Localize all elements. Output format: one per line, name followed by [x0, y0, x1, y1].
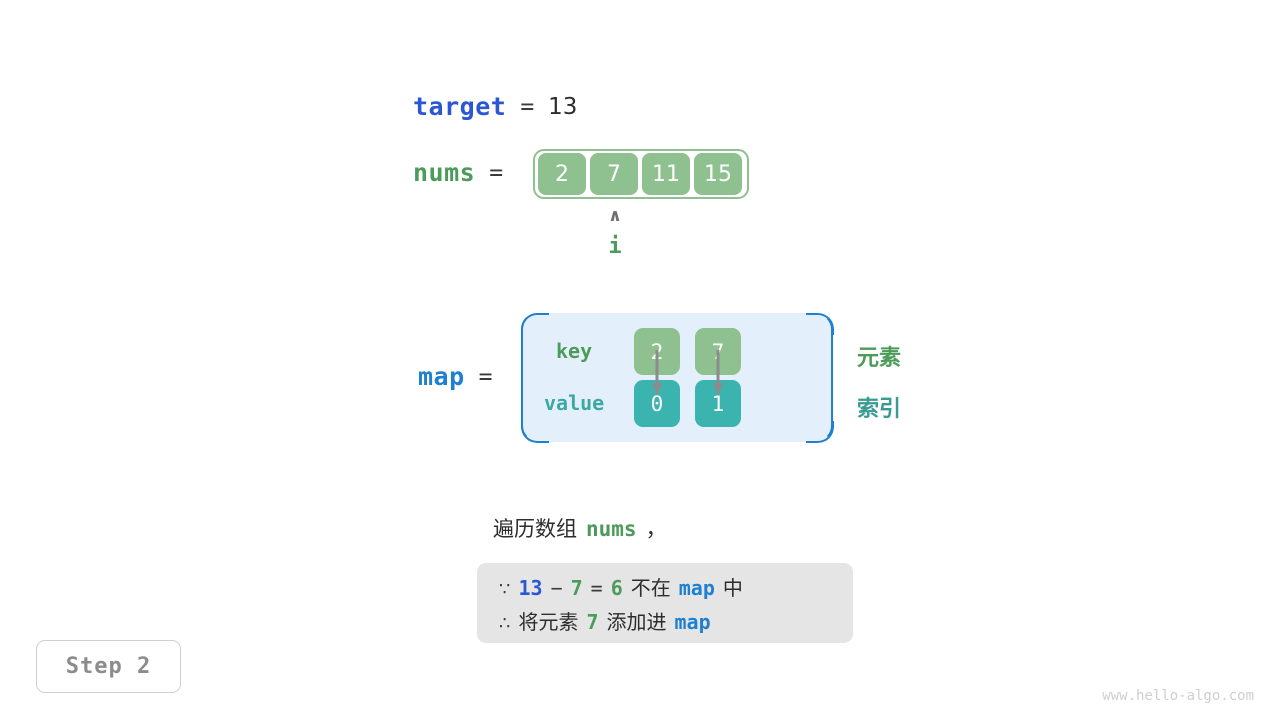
note-map-token: map: [678, 575, 715, 600]
note-complement-value: 6: [610, 575, 623, 600]
map-value-cell: 0: [634, 380, 680, 427]
nums-variable-name: nums: [413, 158, 476, 187]
map-row-label-key: key: [556, 339, 593, 363]
side-label-index: 索引: [857, 397, 902, 422]
explanation-line-1: ∵ 13 − 7 = 6 不在 map 中: [499, 572, 831, 601]
array-container: 2 7 11 15: [533, 149, 749, 199]
caption-prefix: 遍历数组: [493, 517, 577, 541]
note-target-value: 13: [518, 575, 543, 600]
target-value: 13: [548, 93, 578, 120]
caption-suffix: ，: [645, 517, 667, 541]
map-equals-sign: =: [478, 363, 493, 390]
note-text-tail: 中: [722, 575, 743, 600]
array-cell: 11: [642, 153, 690, 195]
map-row: map =: [418, 362, 493, 391]
map-row-label-value: value: [544, 391, 605, 415]
note-map-token: map: [674, 609, 711, 634]
because-symbol: ∵: [499, 578, 511, 600]
side-label-element: 元素: [857, 346, 902, 371]
step-badge: Step 2: [36, 640, 181, 693]
target-equals-sign: =: [520, 93, 535, 120]
key-to-value-arrow-icon: [713, 350, 723, 396]
caption-line: 遍历数组 nums ，: [493, 513, 667, 543]
nums-equals-sign: =: [489, 159, 504, 186]
note-text-not-in: 不在: [630, 575, 671, 600]
index-pointer-group: ∧ i: [594, 206, 636, 260]
nums-row: nums =: [413, 158, 503, 187]
note-added-element: 7: [586, 609, 599, 634]
therefore-symbol: ∴: [499, 612, 511, 634]
explanation-line-2: ∴ 将元素 7 添加进 map: [499, 606, 831, 635]
target-row: target = 13: [413, 92, 577, 121]
note-text-add-element: 将元素: [518, 609, 579, 634]
note-current-element: 7: [570, 575, 583, 600]
explanation-box: ∵ 13 − 7 = 6 不在 map 中 ∴ 将元素 7 添加进 map: [477, 563, 853, 643]
target-variable-name: target: [413, 92, 507, 121]
note-text-add-into: 添加进: [606, 609, 667, 634]
note-minus-sign: −: [550, 575, 563, 600]
note-equals-sign: =: [590, 575, 603, 600]
array-cell: 2: [538, 153, 586, 195]
caret-up-icon: ∧: [608, 206, 622, 226]
array-cell: 7: [590, 153, 638, 195]
watermark: www.hello-algo.com: [1102, 688, 1254, 704]
array-cell: 15: [694, 153, 742, 195]
caption-code-nums: nums: [586, 517, 637, 541]
key-to-value-arrow-icon: [652, 350, 662, 396]
pointer-label-i: i: [608, 234, 622, 259]
map-variable-name: map: [418, 362, 465, 391]
